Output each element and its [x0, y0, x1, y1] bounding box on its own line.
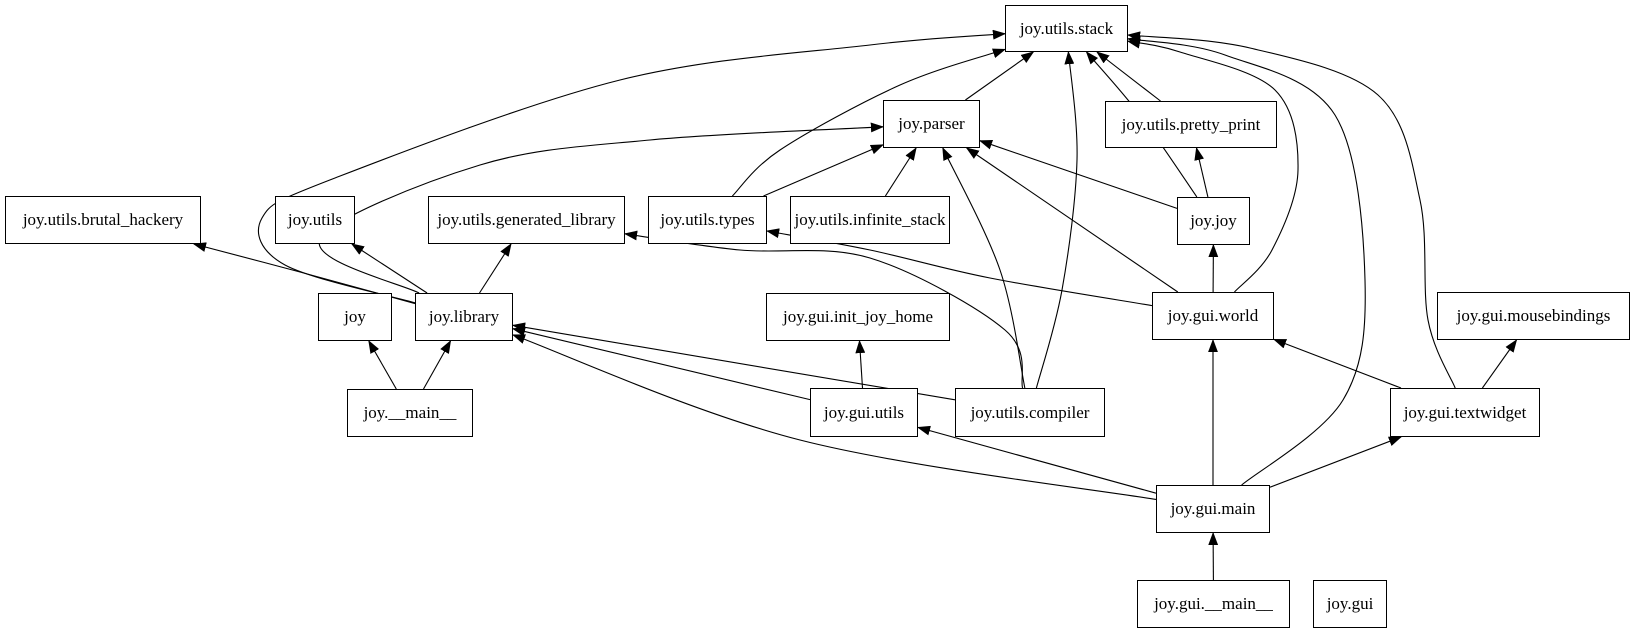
- node-joy-gui: joy.gui: [1313, 580, 1387, 628]
- edge-joy-library-to-joy-utils-stack: [258, 29, 1007, 304]
- edge-joy-joy-to-joy-utils-pretty-print: [1194, 146, 1209, 198]
- edge-joy-gui-main-to-joy-gui-textwidget: [1269, 436, 1403, 488]
- edge-joy-main-to-joy-library: [423, 340, 452, 390]
- edge-joy-gui-utils-to-joy-gui-init-joy-home: [855, 339, 866, 389]
- node-joy-gui-mousebindings: joy.gui.mousebindings: [1437, 292, 1630, 340]
- edge-joy-gui-world-to-joy-utils-stack: [1126, 38, 1299, 293]
- node-joy-gui-textwidget: joy.gui.textwidget: [1390, 388, 1540, 437]
- node-joy-gui-main-main: joy.gui.__main__: [1137, 580, 1290, 628]
- node-joy-utils-infinite-stack: joy.utils.infinite_stack: [790, 196, 950, 244]
- node-joy-gui-main: joy.gui.main: [1156, 485, 1270, 533]
- node-joy-utils-compiler: joy.utils.compiler: [955, 388, 1105, 437]
- edge-joy-gui-main-to-joy-utils-stack: [1126, 35, 1366, 486]
- edge-joy-gui-main-to-joy-gui-utils: [916, 425, 1157, 494]
- edge-joy-gui-main-to-joy-library: [511, 334, 1157, 501]
- edge-joy-main-to-joy: [368, 340, 397, 390]
- node-joy-utils: joy.utils: [275, 196, 355, 244]
- node-joy-parser: joy.parser: [883, 100, 980, 148]
- node-joy-joy: joy.joy: [1177, 197, 1250, 245]
- node-joy-utils-pretty-print: joy.utils.pretty_print: [1105, 101, 1277, 148]
- node-joy-gui-init-joy-home: joy.gui.init_joy_home: [766, 293, 950, 341]
- edge-joy-gui-textwidget-to-joy-gui-world: [1272, 338, 1402, 389]
- node-joy-utils-brutal-hackery: joy.utils.brutal_hackery: [5, 196, 201, 244]
- edge-joy-gui-textwidget-to-joy-utils-stack: [1126, 31, 1456, 389]
- node-joy-library: joy.library: [415, 293, 513, 341]
- node-joy-gui-world: joy.gui.world: [1152, 292, 1274, 340]
- node-joy-main: joy.__main__: [347, 389, 473, 437]
- edge-joy-utils-types-to-joy-utils-stack: [731, 48, 1007, 197]
- edge-joy-library-to-joy-utils: [350, 243, 428, 294]
- edge-joy-gui-world-to-joy-parser: [965, 147, 1179, 293]
- edge-joy-utils-compiler-to-joy-utils-generated-library: [623, 230, 1024, 389]
- node-joy-utils-types: joy.utils.types: [648, 196, 767, 244]
- edge-joy-gui-utils-to-joy-library: [511, 326, 811, 401]
- edge-joy-utils-infinite-stack-to-joy-parser: [884, 147, 917, 197]
- edge-joy-gui-textwidget-to-joy-gui-mousebindings: [1481, 339, 1518, 389]
- edge-joy-utils-types-to-joy-parser: [763, 144, 885, 197]
- node-joy-utils-generated-library: joy.utils.generated_library: [428, 196, 625, 244]
- edge-joy-library-to-joy-utils-generated-library: [479, 243, 512, 294]
- node-joy: joy: [318, 293, 392, 341]
- edge-joy-parser-to-joy-utils-stack: [965, 51, 1035, 101]
- node-joy-utils-stack: joy.utils.stack: [1005, 5, 1128, 52]
- edge-joy-library-to-joy-parser: [318, 122, 885, 294]
- node-joy-gui-utils: joy.gui.utils: [810, 388, 918, 437]
- edge-joy-utils-compiler-to-joy-parser: [942, 147, 1026, 389]
- edge-joy-utils-pretty-print-to-joy-utils-stack: [1096, 51, 1161, 102]
- edge-joy-utils-compiler-to-joy-utils-stack: [1035, 50, 1078, 389]
- edge-joy-utils-compiler-to-joy-library: [511, 322, 956, 401]
- edge-joy-joy-to-joy-parser: [978, 139, 1178, 209]
